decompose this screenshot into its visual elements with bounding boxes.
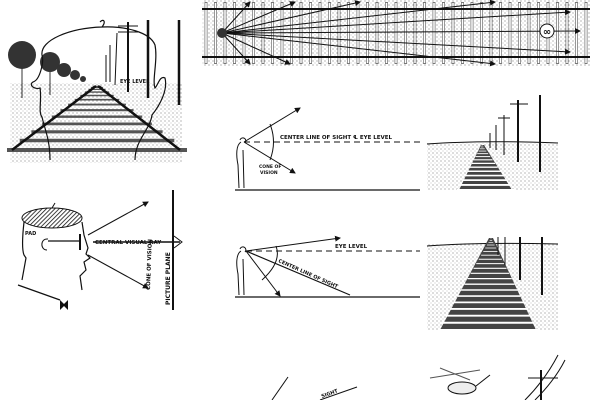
bow-tie <box>60 300 68 310</box>
track-plan-view-panel: ∞ <box>202 0 590 67</box>
sight-ray <box>221 28 581 35</box>
central-visual-ray-label: CENTRAL VISUAL RAY <box>95 240 162 246</box>
level-view-panel: CENTER LINE OF SIGHT ℄ EYE LEVEL CONE OF… <box>235 107 420 191</box>
sight-ray <box>221 1 251 34</box>
rail-left <box>11 85 97 151</box>
trees <box>8 41 86 98</box>
viewer-head-top-view <box>217 28 227 38</box>
sight-ray <box>221 0 361 34</box>
standing-figure <box>236 246 247 296</box>
telephone-pole <box>524 354 566 400</box>
sight-ray <box>221 32 571 55</box>
rail-right <box>97 85 181 151</box>
head-outline <box>30 19 167 161</box>
eye-level-label: EYE LEVEL <box>120 79 150 85</box>
helicopter-drawing <box>429 367 491 395</box>
sight-ray <box>221 32 496 67</box>
sight-ray <box>221 9 571 34</box>
infinity-circle <box>539 23 555 39</box>
sight-ray <box>221 0 496 34</box>
eye-level-label: EYE LEVEL <box>335 244 368 250</box>
head-profile-panel: PAD CENTRAL VISUAL RAY PICTURE PLANE CON… <box>17 190 183 310</box>
sight-ray <box>221 1 296 34</box>
center-line-of-sight-eye-level-label: CENTER LINE OF SIGHT ℄ EYE LEVEL <box>280 134 393 141</box>
track-scene-down <box>426 237 559 332</box>
telephone-poles <box>497 237 543 295</box>
cone-of-label: CONE OF <box>259 164 281 170</box>
tracks-with-viewer-panel: EYE LEVEL <box>7 19 187 163</box>
ear <box>41 238 49 251</box>
head-profile <box>17 221 91 301</box>
picture-plane-label: PICTURE PLANE <box>165 252 172 305</box>
infinity-symbol: ∞ <box>543 27 551 38</box>
track-scene-level <box>426 95 559 192</box>
cone-of-vision-label: CONE OF VISION <box>146 239 154 290</box>
telephone-poles <box>105 20 181 105</box>
sight-label: SIGHT <box>321 388 340 400</box>
telephone-poles <box>489 95 541 172</box>
beret <box>21 207 83 229</box>
sight-rays <box>221 0 581 67</box>
looking-down-view-panel: EYE LEVEL CENTER LINE OF SIGHT <box>235 235 420 298</box>
bottom-partial-panel: SIGHT <box>271 354 566 400</box>
pad-label: PAD <box>25 231 36 237</box>
center-line-of-sight-label: CENTER LINE OF SIGHT <box>277 258 339 290</box>
sight-ray <box>221 32 291 65</box>
sight-ray <box>221 32 251 65</box>
standing-figure <box>236 137 247 189</box>
vision-label: VISION <box>260 170 278 176</box>
